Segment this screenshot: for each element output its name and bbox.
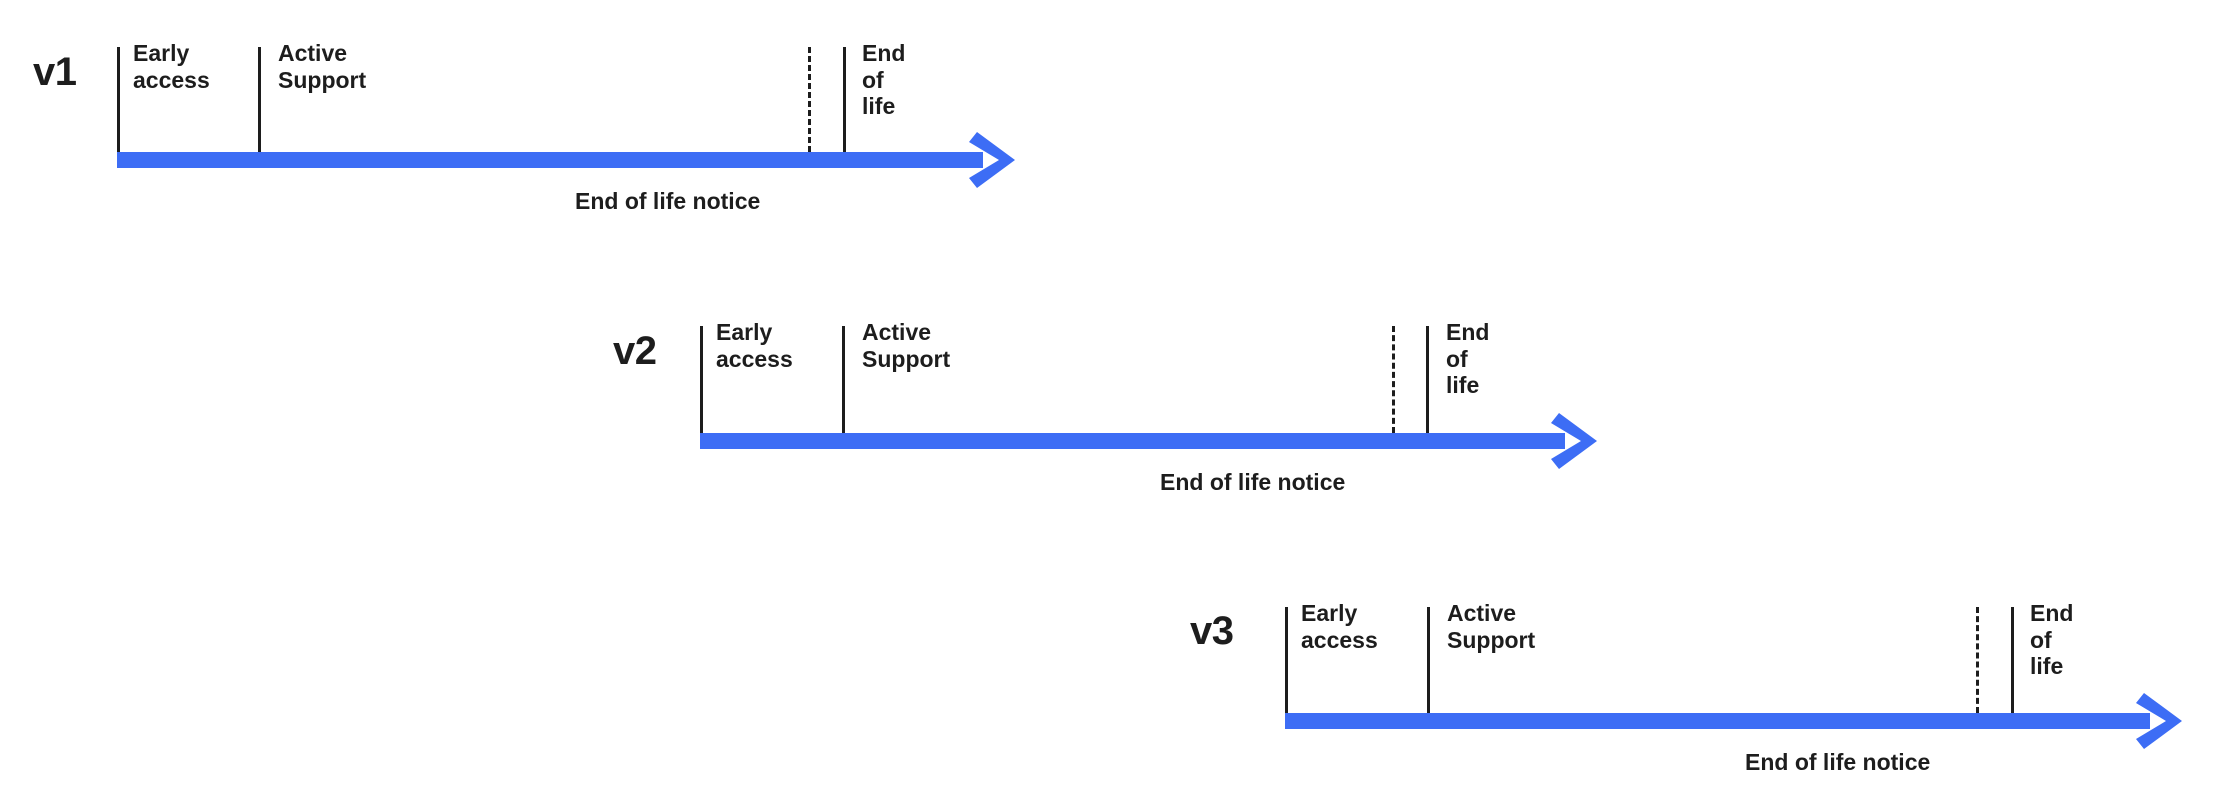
arrow-head-icon-v3 bbox=[2136, 693, 2182, 749]
end-of-life-notice-marker-v2 bbox=[1392, 326, 1395, 433]
phase-divider-v1-end-of-life bbox=[843, 47, 846, 152]
phase-divider-v3-end-of-life bbox=[2011, 607, 2014, 713]
phase-divider-v2-start bbox=[700, 326, 703, 433]
phase-label-v1-early-access: Early access bbox=[133, 40, 210, 93]
phase-label-v1-active-support: Active Support bbox=[278, 40, 367, 93]
phase-label-v2-end-of-life: End of life bbox=[1446, 319, 1490, 399]
lifecycle-arrow-v3 bbox=[1285, 693, 2182, 749]
end-of-life-notice-marker-v3 bbox=[1976, 607, 1979, 713]
phase-divider-v1-start bbox=[117, 47, 120, 152]
arrow-shaft-v2 bbox=[700, 433, 1565, 449]
version-label-v2: v2 bbox=[613, 329, 657, 373]
end-of-life-notice-marker-v1 bbox=[808, 47, 811, 152]
notice-label-v2: End of life notice bbox=[1160, 469, 1346, 495]
phase-label-v3-active-support: Active Support bbox=[1447, 600, 1536, 653]
lifecycle-arrow-v1 bbox=[117, 132, 1015, 188]
phase-label-v3-early-access: Early access bbox=[1301, 600, 1378, 653]
phase-divider-v3-active-support bbox=[1427, 607, 1430, 713]
version-label-v1: v1 bbox=[33, 50, 77, 94]
phase-divider-v2-active-support bbox=[842, 326, 845, 433]
version-label-v3: v3 bbox=[1190, 609, 1234, 653]
phase-divider-v2-end-of-life bbox=[1426, 326, 1429, 433]
arrow-shaft-v1 bbox=[117, 152, 983, 168]
arrow-head-icon-v1 bbox=[969, 132, 1015, 188]
phase-divider-v1-active-support bbox=[258, 47, 261, 152]
phase-label-v3-end-of-life: End of life bbox=[2030, 600, 2074, 680]
phase-label-v2-active-support: Active Support bbox=[862, 319, 951, 372]
phase-label-v2-early-access: Early access bbox=[716, 319, 793, 372]
lifecycle-arrow-v2 bbox=[700, 413, 1597, 469]
phase-label-v1-end-of-life: End of life bbox=[862, 40, 906, 120]
notice-label-v3: End of life notice bbox=[1745, 749, 1931, 775]
notice-label-v1: End of life notice bbox=[575, 188, 761, 214]
arrow-shaft-v3 bbox=[1285, 713, 2150, 729]
phase-divider-v3-start bbox=[1285, 607, 1288, 713]
arrow-head-icon-v2 bbox=[1551, 413, 1597, 469]
